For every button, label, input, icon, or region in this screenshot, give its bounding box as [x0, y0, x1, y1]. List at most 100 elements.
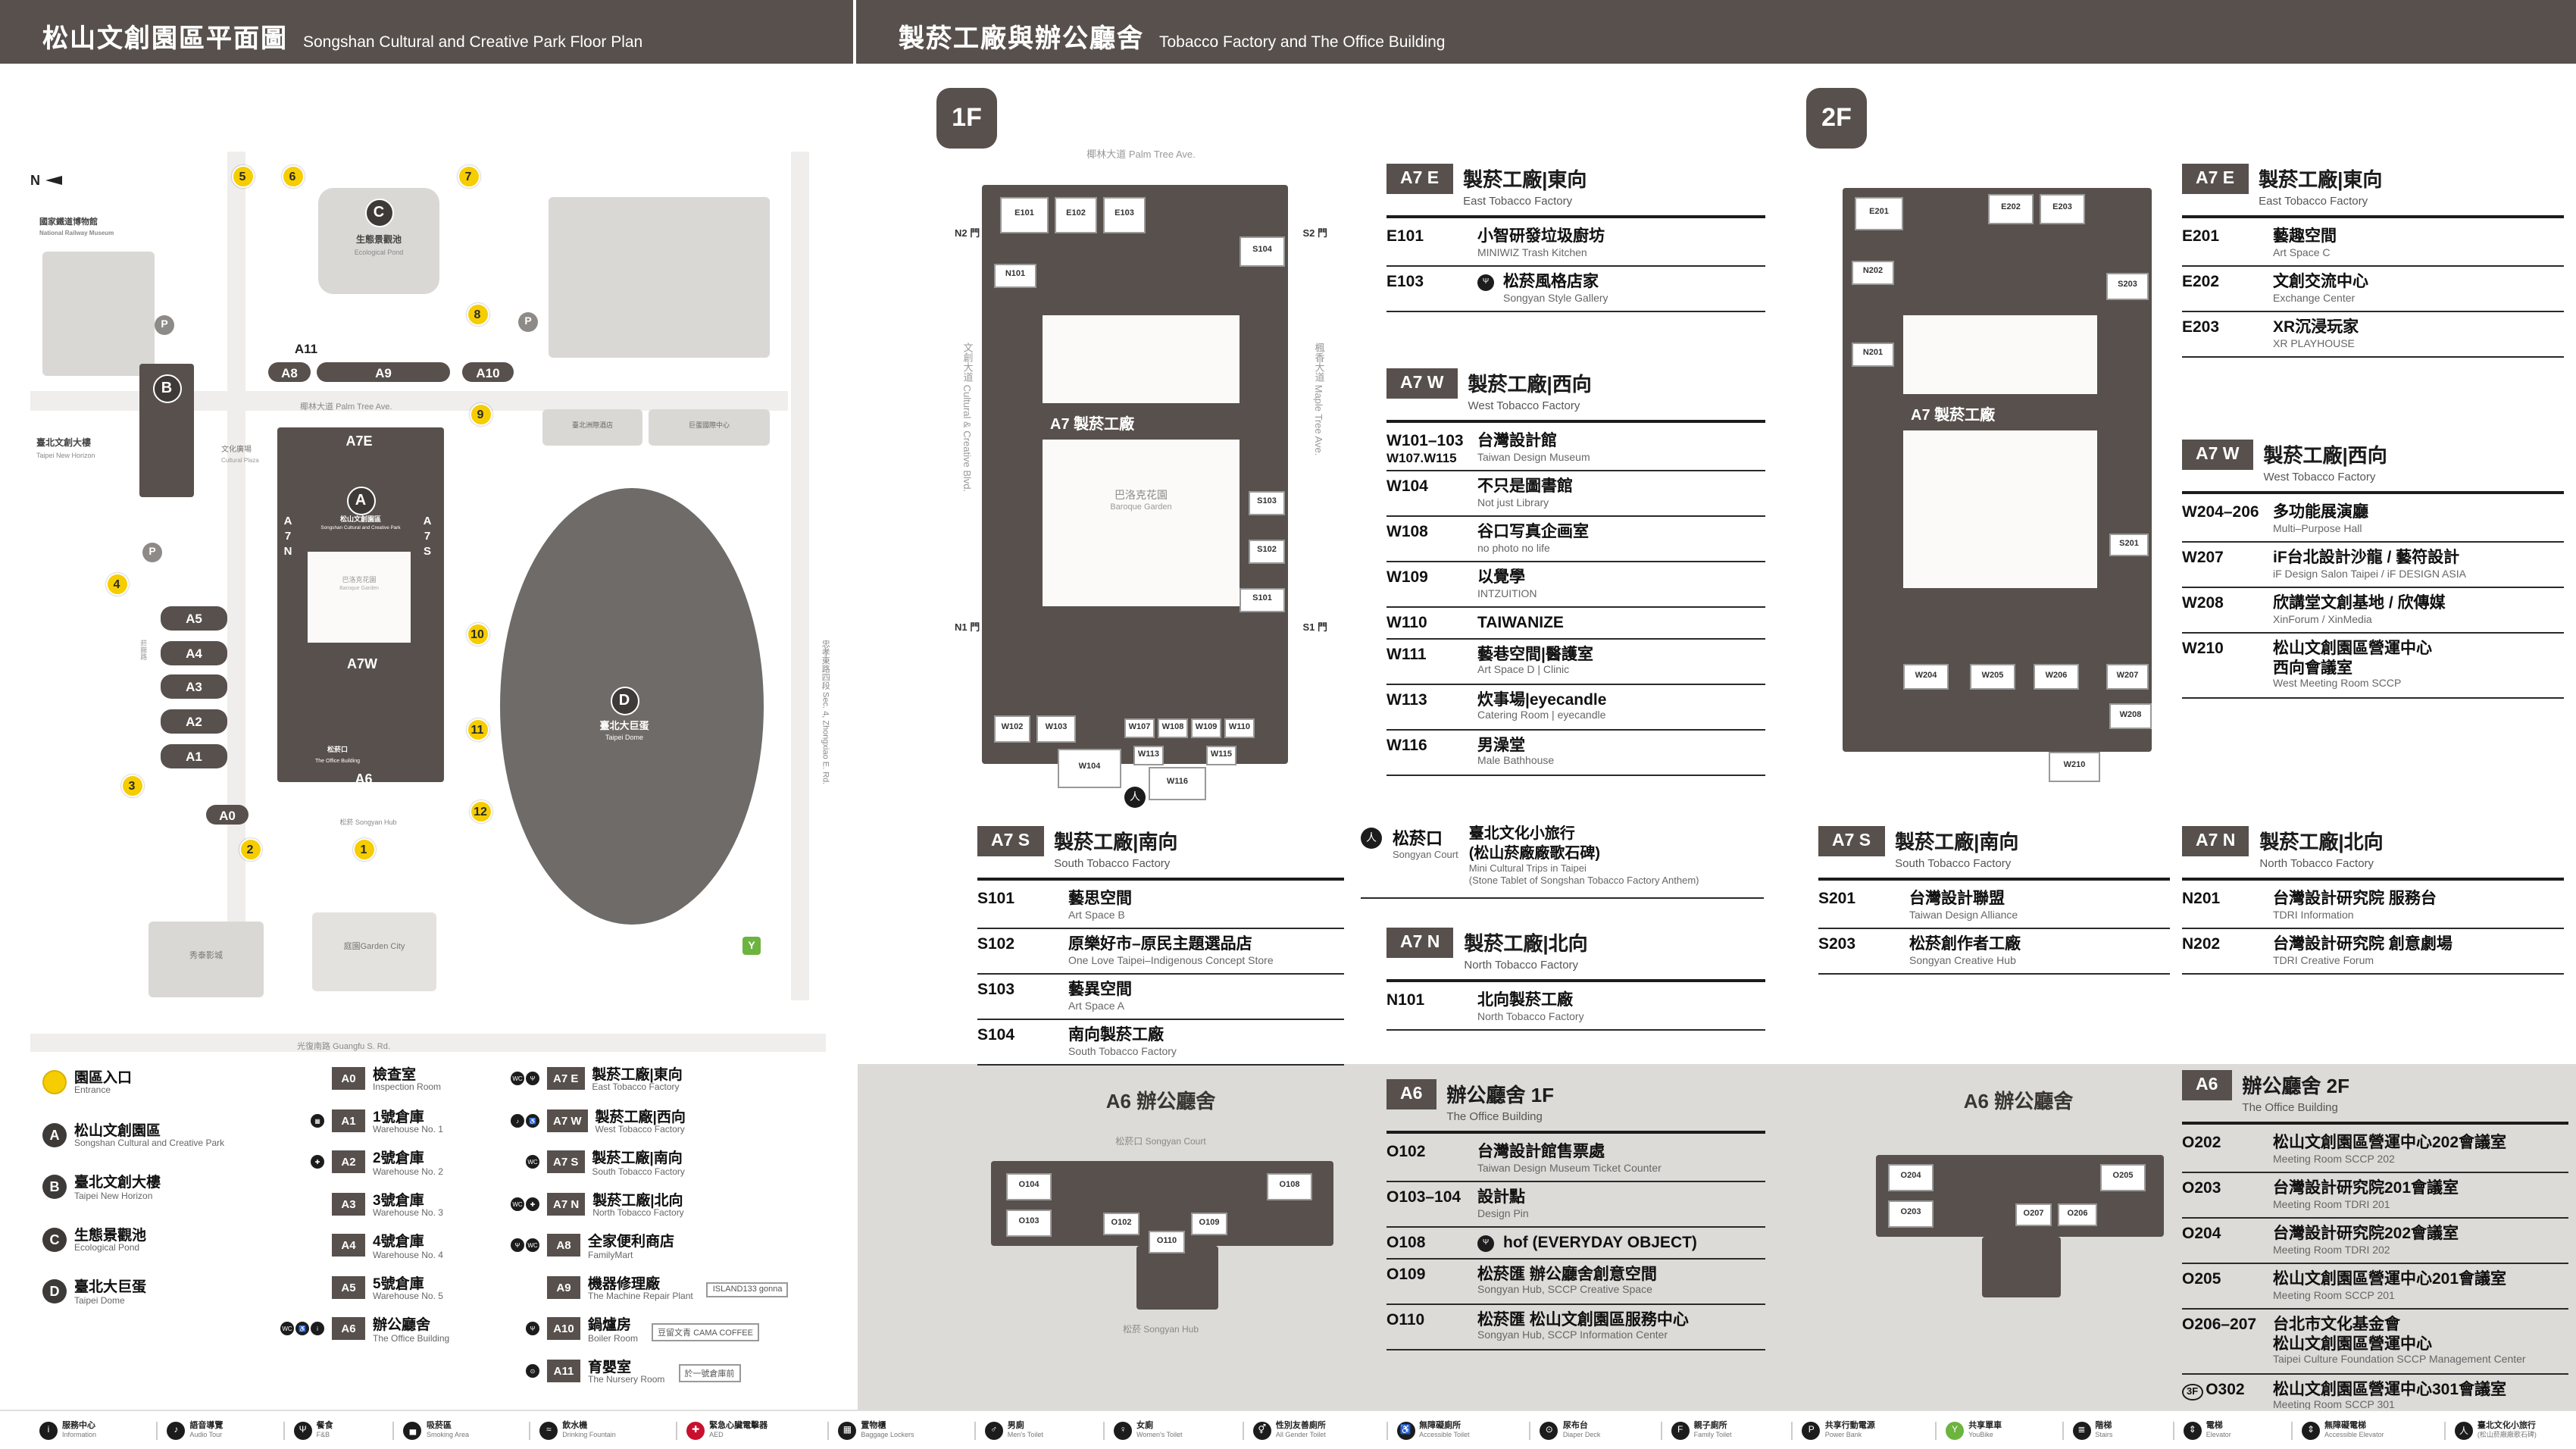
legend-en: The Machine Repair Plant [588, 1293, 693, 1303]
dome-intl-block [649, 409, 770, 446]
room-names: TAIWANIZE [1477, 614, 1765, 633]
legend-zh: 育嬰室 [588, 1360, 632, 1377]
iconbar-zh: 臺北文化小旅行 [2477, 1421, 2536, 1430]
map-mark-A10: A10 [462, 362, 514, 382]
legend-badge: A7 N [547, 1192, 586, 1216]
room-name-en: Taiwan Design Museum Ticket Counter [1477, 1163, 1662, 1175]
legend-en: Songshan Cultural and Creative Park [74, 1139, 225, 1149]
room-W204: W204 [1903, 664, 1949, 690]
legend-icons: ⊙ [503, 1363, 539, 1379]
facility-icon-aed: ✚ [526, 1197, 539, 1211]
room-code: S101 [977, 890, 1059, 923]
iconbar-en: Family Toilet [1693, 1431, 1732, 1439]
room-N101: N101 [994, 264, 1036, 288]
iconbar-zh: 服務中心 [62, 1421, 96, 1430]
section-title-zh: 製菸工廠|北向 [2259, 831, 2384, 853]
walking-person-icon: 人 [1361, 828, 1382, 849]
entrance-marker-3: 3 [120, 774, 143, 796]
legend-note: 豆留文青 CAMA COFFEE [652, 1322, 759, 1341]
room-E203: E203 [2040, 194, 2085, 224]
hotel-block [542, 409, 642, 446]
section-badge: A7 E [2182, 164, 2249, 194]
legend-zh: 生態景觀池 [74, 1227, 147, 1244]
facility-icon-wc: WC [526, 1238, 539, 1253]
iconbar-en: Diaper Deck [1562, 1431, 1601, 1439]
legend-zh: 製菸工廠|南向 [592, 1150, 683, 1168]
room-code: N201 [2182, 890, 2264, 923]
room-name-zh: 松菸風格店家 [1503, 272, 1599, 291]
room-name-en: Multi–Purpose Hall [2273, 524, 2362, 535]
room-name-zh: 台灣設計聯盟 [1909, 890, 2005, 908]
facility-icon-food: Ψ [526, 1322, 539, 1336]
room-E202: E202 [1988, 194, 2034, 224]
facility-icon-accessible-elevator: ⇕ [2302, 1421, 2321, 1439]
iconbar-en: Accessible Toilet [1419, 1431, 1470, 1439]
room-O207: O207 [2015, 1203, 2052, 1226]
gate-s1: S1 門 [1302, 623, 1327, 634]
room-name-zh: 藝思空間 [1068, 890, 1132, 908]
street-label-cc-blvd: 文創大道 Cultural & Creative Blvd. [961, 343, 971, 493]
room-code: W110 [1386, 614, 1468, 633]
legend-icons: Ψ [503, 1321, 539, 1336]
north-arrow-icon [45, 176, 61, 185]
room-name-en: MINIWIZ Trash Kitchen [1477, 248, 1587, 259]
left-title-zh: 松山文創園區平面圖 [42, 24, 288, 53]
section-title-zh: 製菸工廠|東向 [1463, 168, 1587, 191]
room-N202: N202 [1852, 261, 1894, 285]
room-E102: E102 [1055, 197, 1097, 233]
room-name-zh: 松菸匯 辦公廳舍創意空間 [1477, 1265, 1657, 1284]
legend-marker: C [42, 1227, 67, 1252]
room-name-zh: 男澡堂 [1477, 736, 1525, 755]
room-O108: O108 [1267, 1173, 1312, 1200]
room-name-en: Songyan Hub, SCCP Creative Space [1477, 1285, 1652, 1297]
legend-badge: A5 [332, 1275, 365, 1299]
legend-badge: A7 S [547, 1150, 585, 1174]
parking-icon: P [142, 543, 162, 562]
right-title-en: Tobacco Factory and The Office Building [1159, 33, 1446, 52]
room-name-zh: iF台北設計沙龍 / 藝符設計 [2273, 548, 2460, 567]
legend-zh: 臺北大巨蛋 [74, 1279, 147, 1297]
room-code: E203 [2182, 318, 2264, 352]
room-code: S104 [977, 1026, 1059, 1059]
room-name-en: TDRI Creative Forum [2273, 956, 2374, 967]
a7-building-label-1f: A7 製菸工廠 [1043, 403, 1240, 440]
room-name-zh: 文創交流中心 [2273, 272, 2368, 291]
room-code-text: W104 [1386, 477, 1428, 496]
room-W116: W116 [1149, 767, 1206, 800]
facility-icon-water: ≈ [539, 1421, 558, 1439]
floor-plan-1f: 椰林大道 Palm Tree Ave. 文創大道 Cultural & Crea… [955, 146, 1327, 818]
room-code: S203 [1818, 935, 1900, 969]
iconbar-en: Audio Tour [189, 1431, 223, 1439]
legend-zh: 5號倉庫 [373, 1275, 424, 1293]
legend-zh: 機器修理廠 [588, 1275, 661, 1293]
parking-icon: P [518, 312, 538, 332]
room-name-en: Catering Room | eyecandle [1477, 711, 1606, 722]
facility-icon-walk: 人 [2454, 1421, 2473, 1439]
